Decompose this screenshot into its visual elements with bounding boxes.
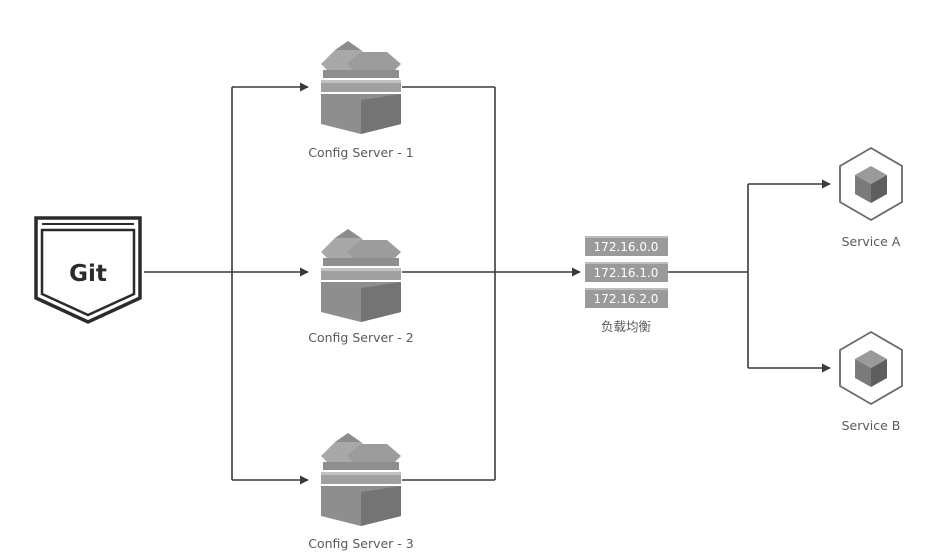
ip-block-1: 172.16.0.0: [585, 236, 668, 256]
config-server-3: Config Server - 3: [308, 433, 414, 551]
server-icon: [321, 433, 401, 526]
server-icon: [321, 41, 401, 134]
service-b: Service B: [839, 331, 903, 433]
config-server-label: Config Server - 3: [308, 536, 413, 551]
server-icon: [321, 229, 401, 322]
git-label: Git: [69, 261, 107, 287]
cube-icon: [839, 331, 903, 405]
git-node: Git: [34, 216, 142, 324]
ip-label: 172.16.1.0: [594, 266, 659, 280]
ip-block-3: 172.16.2.0: [585, 288, 668, 308]
service-a: Service A: [839, 147, 903, 249]
service-label: Service A: [842, 234, 901, 249]
load-balancer: 172.16.0.0 172.16.1.0 172.16.2.0 负载均衡: [585, 236, 668, 334]
service-label: Service B: [842, 418, 901, 433]
config-server-label: Config Server - 1: [308, 145, 413, 160]
cube-icon: [839, 147, 903, 221]
edges: [144, 82, 831, 485]
load-balancer-label: 负载均衡: [601, 319, 651, 334]
config-server-2: Config Server - 2: [308, 229, 414, 345]
ip-label: 172.16.0.0: [594, 240, 659, 254]
git-icon: [34, 216, 142, 324]
ip-label: 172.16.2.0: [594, 292, 659, 306]
config-server-label: Config Server - 2: [308, 330, 413, 345]
config-server-1: Config Server - 1: [308, 41, 414, 160]
ip-block-2: 172.16.1.0: [585, 262, 668, 282]
